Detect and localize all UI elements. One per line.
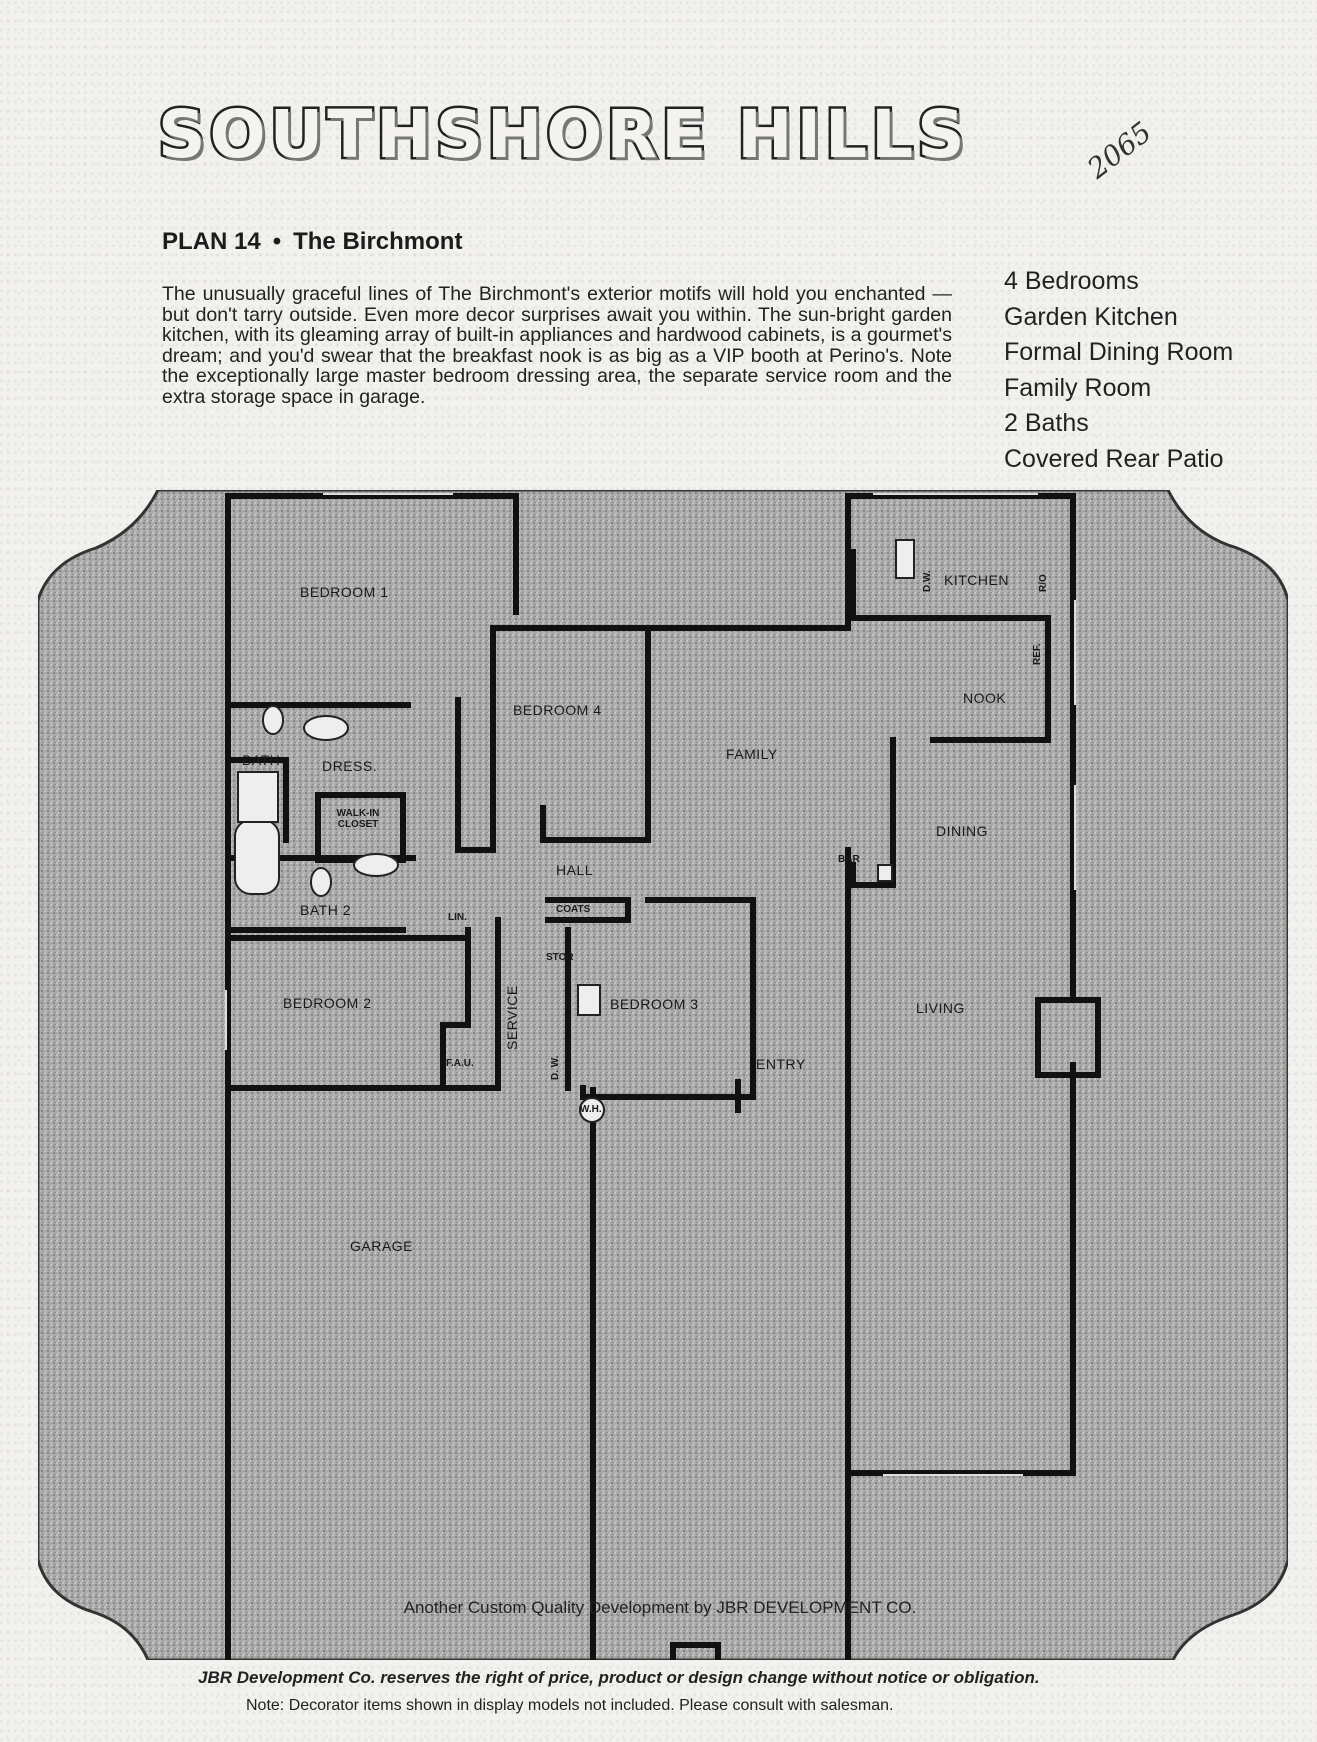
southshore-hills-wordmark: SOUTHSHORE HILLS (156, 94, 969, 176)
room-label-bath: BATH (242, 752, 281, 768)
room-label-dress: DRESS. (322, 758, 378, 774)
room-label-bar: BAR (838, 854, 860, 865)
floor-plan: BEDROOM 1 BEDROOM 4 KITCHEN D.W. R/O REF… (38, 490, 1288, 1660)
title-separator: • (272, 228, 282, 255)
room-label-nook: NOOK (963, 690, 1007, 706)
label-refrigerator: REF. (1032, 643, 1043, 665)
feature-item: Family Room (1004, 373, 1152, 402)
room-label-linen: LIN. (448, 912, 467, 923)
label-washer-dryer: D. W. (550, 1055, 561, 1080)
room-label-water-heater: W.H. (580, 1104, 602, 1115)
plan-description: The unusually graceful lines of The Birc… (162, 283, 952, 408)
room-label-family: FAMILY (726, 746, 778, 762)
features-list: 4 Bedrooms Garden Kitchen Formal Dining … (1004, 264, 1304, 477)
room-label-entry: ENTRY (756, 1056, 806, 1072)
feature-item: Formal Dining Room (1004, 338, 1234, 366)
room-label-fau: F.A.U. (446, 1058, 474, 1069)
handwritten-note: 2065 (1081, 115, 1158, 186)
floor-plan-windows (225, 493, 1076, 1476)
room-label-bedroom-4: BEDROOM 4 (513, 702, 602, 718)
room-label-living: LIVING (916, 1000, 965, 1016)
label-range-oven: R/O (1038, 574, 1049, 592)
room-label-coats: COATS (556, 904, 591, 915)
room-label-bedroom-1: BEDROOM 1 (300, 584, 389, 600)
room-label-bedroom-3: BEDROOM 3 (610, 996, 699, 1012)
feature-item: 2 Baths (1004, 409, 1089, 437)
room-label-dining: DINING (936, 823, 988, 839)
plan-name: The Birchmont (293, 228, 463, 255)
plan-title: PLAN 14 • The Birchmont (162, 228, 462, 256)
room-label-service: SERVICE (504, 985, 520, 1050)
plan-number: PLAN 14 (162, 228, 261, 255)
feature-item: 4 Bedrooms (1004, 267, 1139, 295)
feature-item: Garden Kitchen (1004, 302, 1178, 331)
room-label-walk-in-closet: WALK-IN CLOSET (336, 808, 380, 830)
floor-plan-walls (225, 493, 1101, 1660)
plan-background-plate (38, 490, 1288, 1660)
floor-plan-drawing (38, 490, 1288, 1660)
room-label-bedroom-2: BEDROOM 2 (283, 995, 372, 1011)
feature-item: Covered Rear Patio (1004, 444, 1224, 473)
room-label-hall: HALL (556, 862, 594, 878)
room-label-storage: STOR (546, 952, 574, 963)
label-dishwasher: D.W. (922, 570, 933, 592)
floor-plan-fixtures (234, 539, 915, 1123)
room-label-kitchen: KITCHEN (944, 572, 1009, 588)
room-label-garage: GARAGE (350, 1238, 413, 1254)
decorator-note: Note: Decorator items shown in display m… (246, 1697, 894, 1714)
disclaimer: JBR Development Co. reserves the right o… (198, 1668, 1040, 1687)
room-label-bath-2: BATH 2 (300, 902, 351, 918)
developer-credit: Another Custom Quality Development by JB… (403, 1598, 917, 1617)
